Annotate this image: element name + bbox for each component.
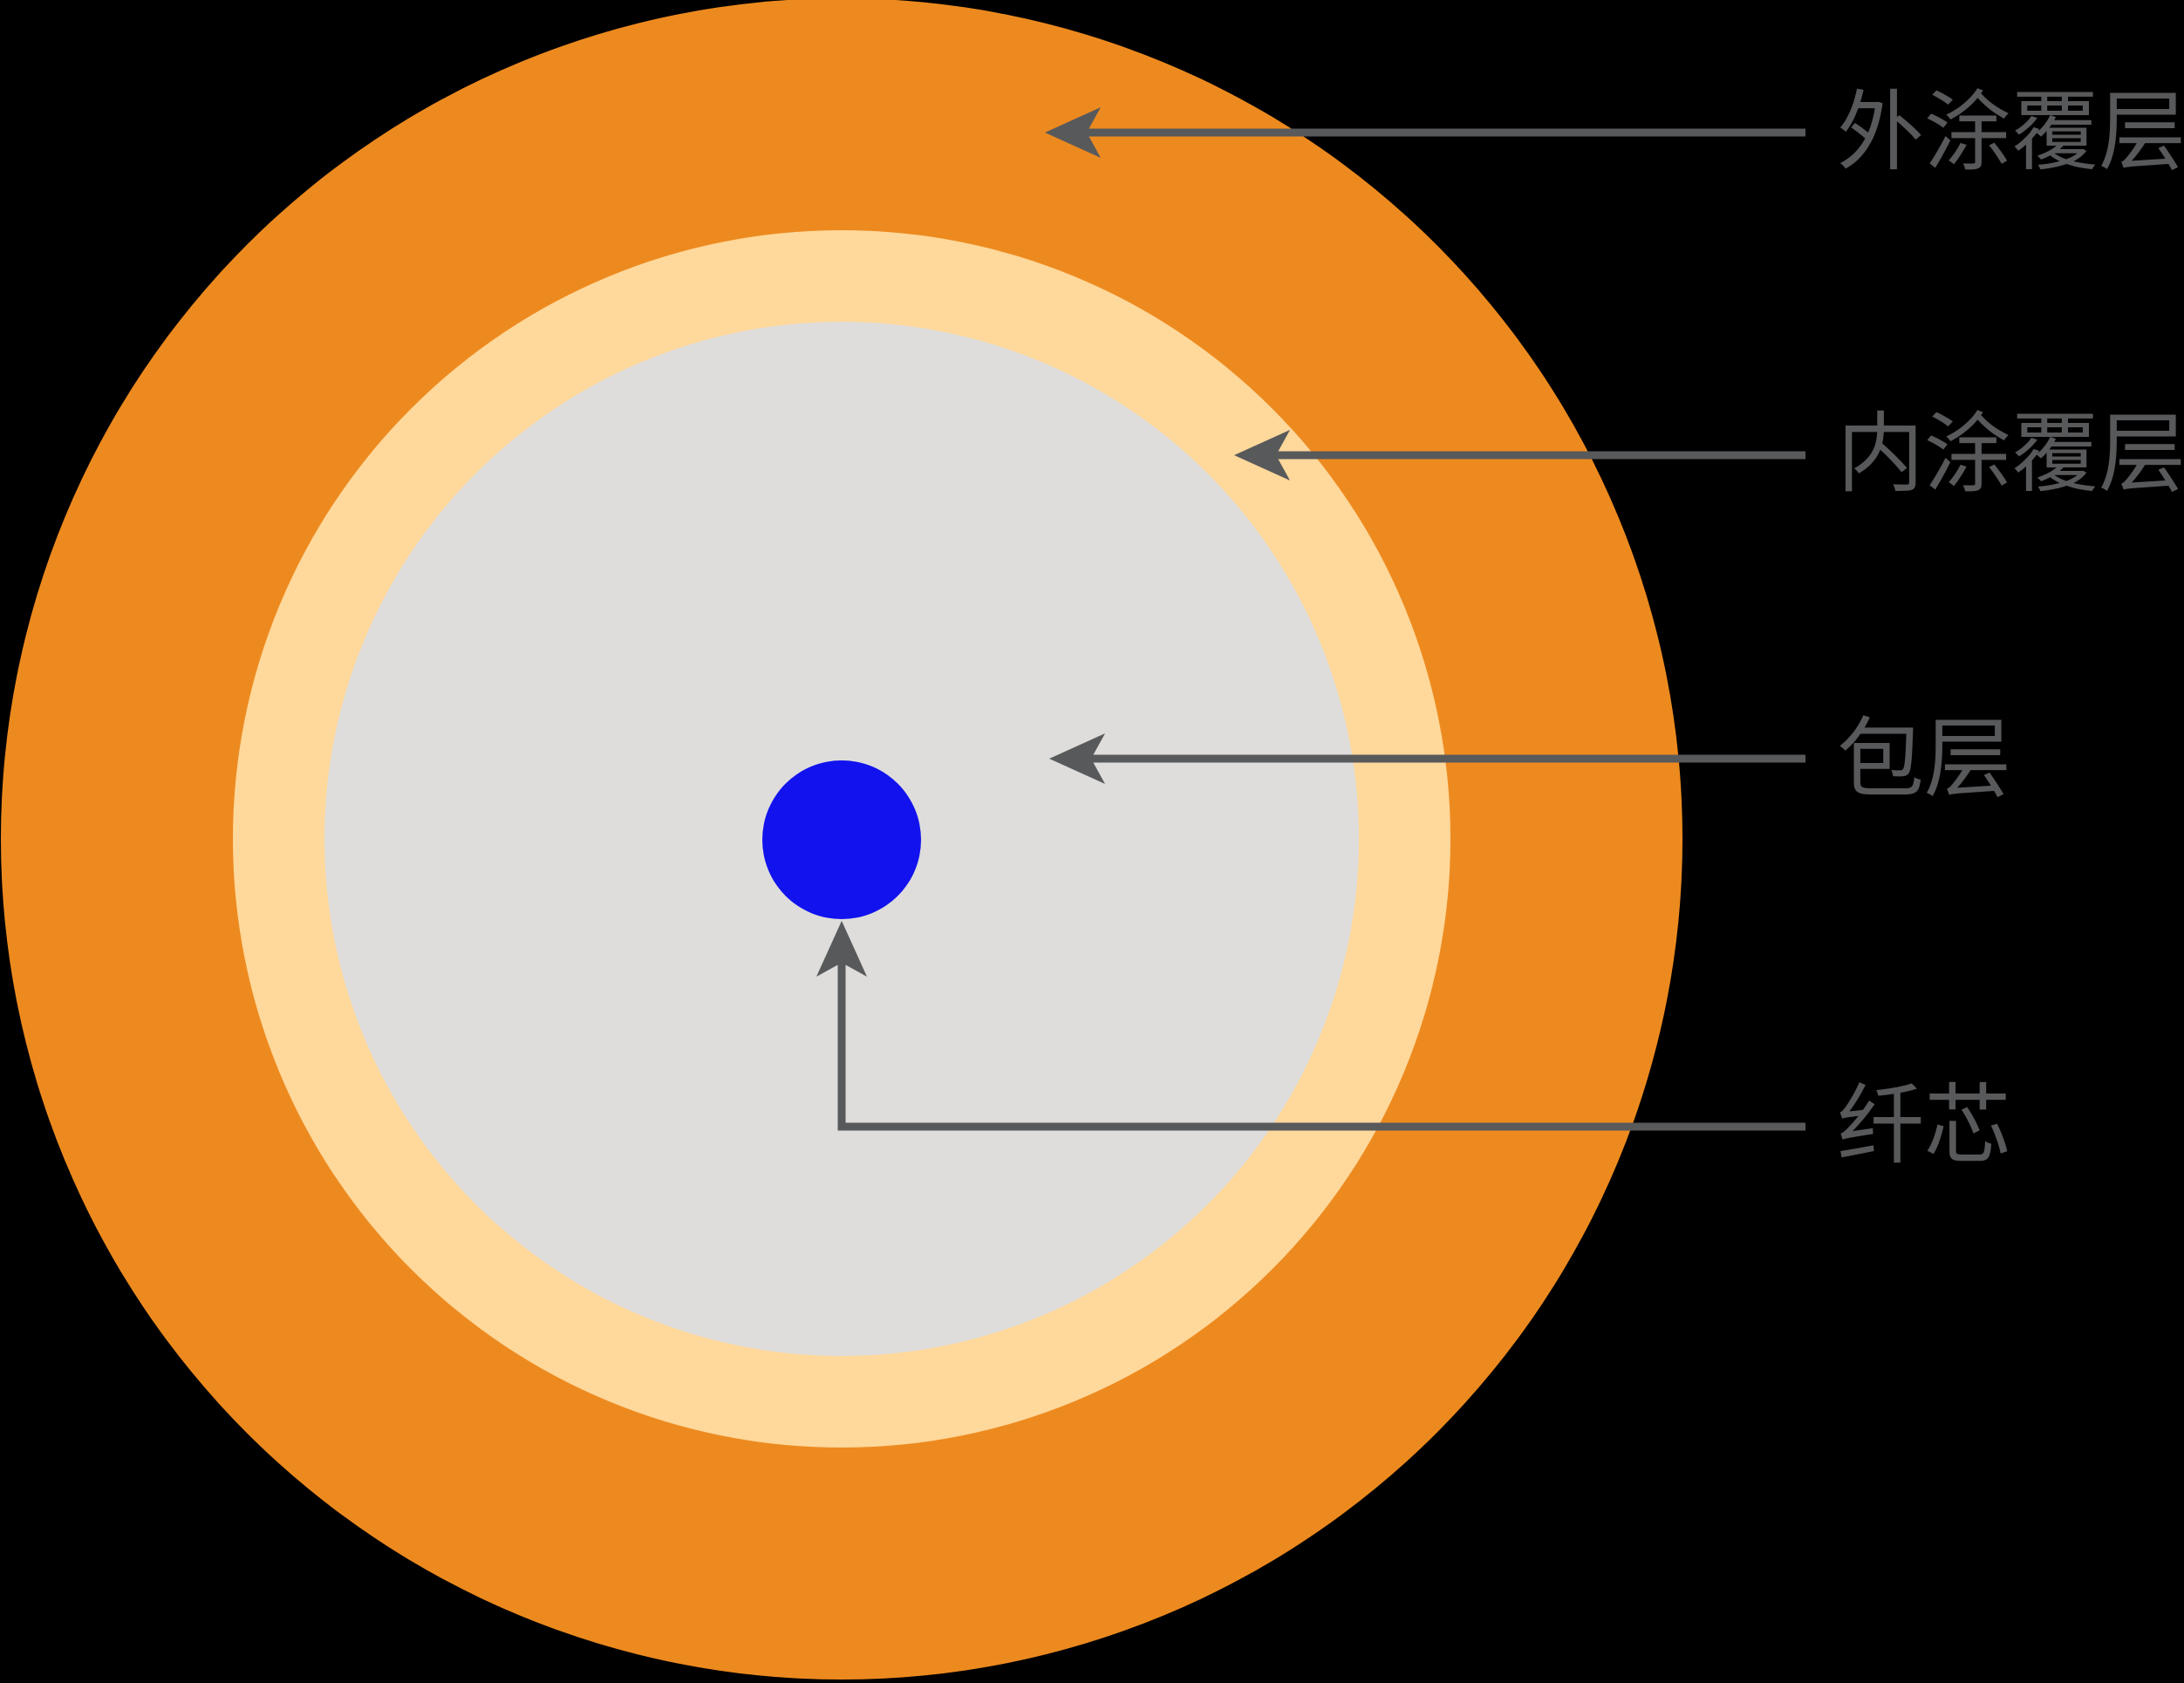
cladding-annotation: 包层 — [1049, 711, 2011, 808]
core-arrowhead-icon — [816, 921, 867, 977]
inner-coating-arrowhead-icon — [1234, 430, 1290, 480]
core-leader-line — [837, 961, 1805, 1131]
outer-coating-annotation: 外涂覆层 — [1045, 84, 2184, 181]
inner-coating-label: 内涂覆层 — [1837, 405, 2184, 503]
cladding-label: 包层 — [1837, 711, 2011, 808]
core-annotation: 纤芯 — [816, 921, 2011, 1175]
outer-coating-arrowhead-icon — [1045, 107, 1101, 158]
inner-coating-annotation: 内涂覆层 — [1234, 405, 2184, 503]
outer-coating-label: 外涂覆层 — [1837, 84, 2184, 181]
cladding-arrowhead-icon — [1049, 733, 1105, 784]
core-label: 纤芯 — [1837, 1077, 2011, 1175]
core-circle — [762, 760, 921, 919]
